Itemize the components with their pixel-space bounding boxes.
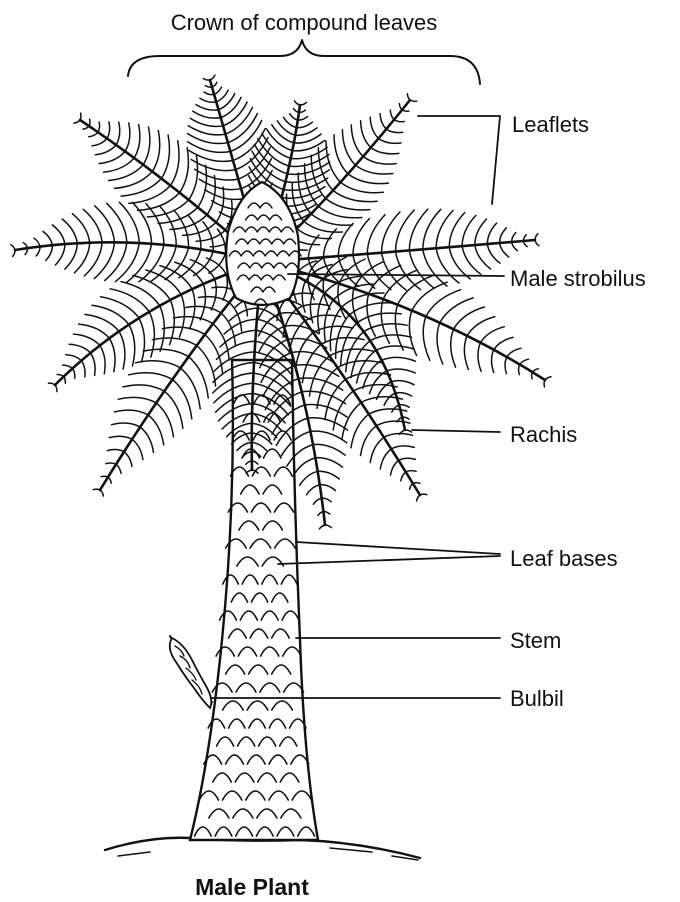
label-rachis: Rachis <box>510 422 577 447</box>
male-strobilus-leader <box>288 274 504 276</box>
stem-trunk <box>190 360 318 840</box>
rachis-leader <box>412 430 500 432</box>
label-stem: Stem <box>510 628 561 653</box>
leaflets-leader <box>418 116 500 204</box>
label-bulbil: Bulbil <box>510 686 564 711</box>
label-leaflets: Leaflets <box>512 112 589 137</box>
crown-label: Crown of compound leaves <box>171 10 438 35</box>
male-strobilus-cone <box>226 182 301 305</box>
label-male-strobilus: Male strobilus <box>510 266 646 291</box>
caption: Male Plant <box>195 874 309 900</box>
label-leaf-bases: Leaf bases <box>510 546 618 571</box>
crown-brace <box>128 40 480 84</box>
bulbil-drawing <box>170 636 212 708</box>
leaf-bases-leader <box>278 542 500 564</box>
